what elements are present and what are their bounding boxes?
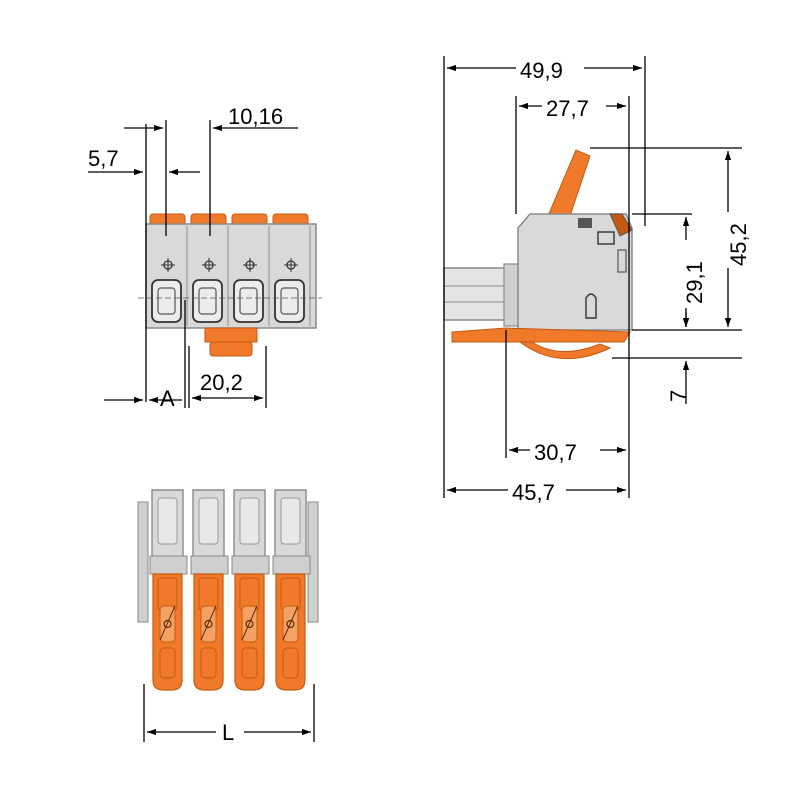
dim-L: L [222, 720, 234, 745]
front-dimensions [88, 120, 298, 408]
side-view [443, 149, 633, 360]
front-pole [192, 226, 229, 326]
bottom-poles [149, 489, 311, 691]
bottom-pole [149, 489, 188, 691]
bottom-view [137, 489, 319, 691]
dim-29-1: 29,1 [682, 261, 707, 304]
bottom-pole [272, 489, 311, 691]
side-dimensions [443, 56, 742, 498]
dim-10-16: 10,16 [228, 104, 283, 129]
front-pole [151, 226, 188, 326]
side-housing [517, 213, 633, 331]
dim-27-7: 27,7 [546, 96, 589, 121]
bottom-side-plate-left [137, 501, 149, 623]
front-foot [204, 327, 258, 357]
dim-20-2: 20,2 [200, 370, 243, 395]
bottom-pole [190, 489, 229, 691]
front-poles [151, 226, 311, 326]
dim-30-7: 30,7 [534, 440, 577, 465]
bottom-dimensions [143, 684, 315, 742]
front-view [138, 213, 322, 357]
bottom-pole [231, 489, 270, 691]
dim-49-9: 49,9 [520, 58, 563, 83]
front-pole [233, 226, 270, 326]
dim-A: A [160, 386, 175, 411]
side-bottom-wheel [518, 341, 612, 360]
dim-45-7: 45,7 [512, 480, 555, 505]
dim-45-2: 45,2 [726, 223, 751, 266]
front-pole [274, 226, 311, 326]
dim-7: 7 [666, 390, 691, 402]
side-lever [547, 149, 591, 217]
side-plug [443, 267, 509, 321]
side-bottom-latch [451, 327, 631, 343]
dim-5-7: 5,7 [88, 146, 119, 171]
front-lever-tops [149, 213, 309, 227]
